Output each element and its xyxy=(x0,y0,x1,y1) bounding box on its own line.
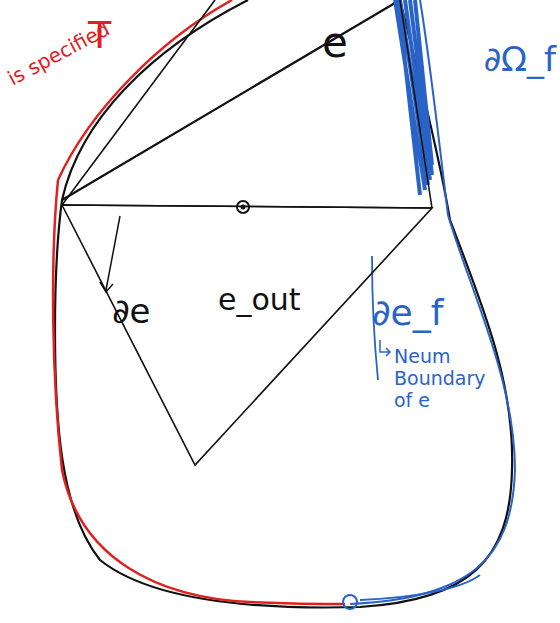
element-label: e xyxy=(322,20,348,66)
neumann-hatch xyxy=(395,0,432,195)
element-outline xyxy=(60,0,432,208)
element-label: e_out xyxy=(218,283,301,316)
boundary-note: Neum Boundary of e xyxy=(394,346,504,412)
domain-boundary xyxy=(55,0,512,607)
neumann-edge-symbol: ∂e_f xyxy=(372,292,443,333)
corner-point xyxy=(343,595,357,609)
leader-arrow xyxy=(100,216,120,292)
element-outline xyxy=(60,205,432,467)
mesh-element: e_out xyxy=(60,205,432,467)
boundary-symbol: ∂Ω_f xyxy=(483,40,556,79)
element-edge xyxy=(400,0,432,208)
element-edge xyxy=(62,205,432,465)
blue-stroke xyxy=(360,256,480,600)
edge-symbol: ∂e xyxy=(112,292,151,331)
neumann-boundary xyxy=(350,0,515,604)
dirichlet-boundary xyxy=(53,0,345,604)
mesh-element: e xyxy=(60,0,432,208)
hook-arrow xyxy=(380,340,390,356)
